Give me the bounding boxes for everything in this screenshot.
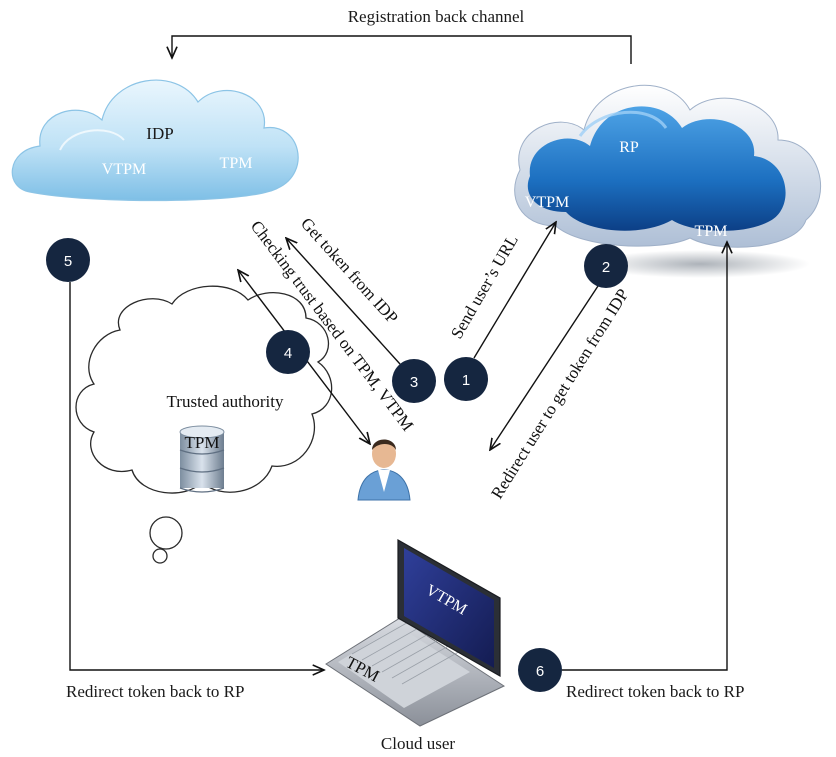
step-5-path: Redirect token back to RP (66, 282, 324, 701)
step-1-number: 1 (462, 372, 470, 389)
idp-vtpm-label: VTPM (102, 161, 146, 178)
step-badge-1: 1 (444, 357, 488, 401)
registration-channel-label: Registration back channel (348, 7, 525, 26)
step-6-number: 6 (536, 663, 544, 680)
rp-title: RP (619, 139, 639, 156)
step-1-label: Send user’s URL (447, 231, 522, 342)
step-badge-5: 5 (46, 238, 90, 282)
trusted-authority-tpm-label: TPM (185, 433, 220, 452)
rp-vtpm-label: VTPM (525, 194, 569, 211)
step-6-path: Redirect token back to RP (562, 242, 744, 701)
step-3-number: 3 (410, 374, 418, 391)
step-5-number: 5 (64, 253, 72, 270)
laptop-icon: VTPM TPM (325, 538, 506, 727)
cloud-user-label: Cloud user (381, 734, 455, 753)
step-2-arrow: Redirect user to get token from IDP (487, 285, 632, 502)
database-icon (179, 425, 225, 493)
step-4-number: 4 (284, 345, 292, 362)
step-badge-2: 2 (584, 244, 628, 288)
rp-cloud: RP VTPM TPM (514, 84, 822, 278)
registration-back-channel: Registration back channel (172, 7, 632, 64)
step-1-arrow: Send user’s URL (447, 222, 556, 359)
trusted-authority-title: Trusted authority (167, 392, 284, 411)
step-6-label: Redirect token back to RP (566, 682, 744, 701)
idp-title: IDP (146, 124, 173, 143)
step-2-number: 2 (602, 259, 610, 276)
step-badge-4: 4 (266, 330, 310, 374)
step-2-label: Redirect user to get token from IDP (487, 285, 632, 502)
rp-tpm-label: TPM (695, 223, 728, 240)
idp-tpm-label: TPM (220, 155, 253, 172)
user-avatar-icon (357, 439, 411, 501)
idp-cloud: IDP VTPM TPM (11, 79, 299, 202)
trusted-authority-cloud: Trusted authority TPM (75, 285, 333, 564)
step-5-label: Redirect token back to RP (66, 682, 244, 701)
step-badge-3: 3 (392, 359, 436, 403)
step-badge-6: 6 (518, 648, 562, 692)
